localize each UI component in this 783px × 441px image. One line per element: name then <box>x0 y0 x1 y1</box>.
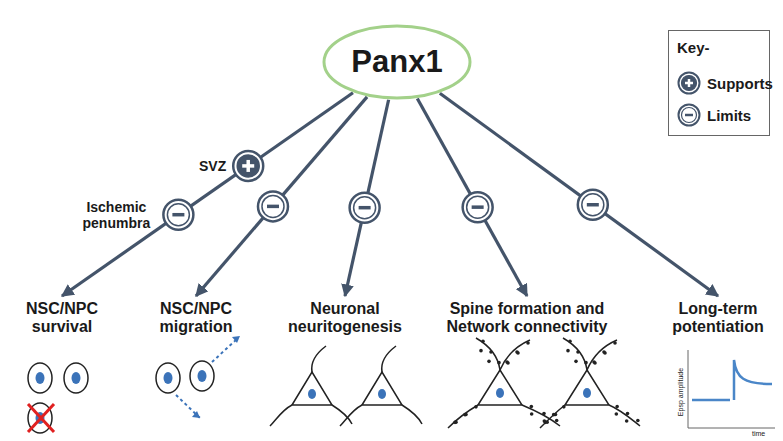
spiny-neuron-icons <box>448 338 640 428</box>
spine-dot <box>566 349 570 353</box>
spine-dot <box>481 340 485 344</box>
symbol-bar <box>172 213 184 217</box>
limits-symbol <box>163 200 193 230</box>
spine-dot <box>516 351 520 355</box>
legend-row: Limits <box>677 103 751 127</box>
spine-dot <box>489 350 493 354</box>
legend-swatch <box>677 103 701 127</box>
legend-text: Limits <box>707 107 751 124</box>
migrating-cell-icons <box>156 336 240 418</box>
connector-arrow <box>62 93 353 296</box>
spine-dot <box>542 412 546 416</box>
node-title: Panx1 <box>351 44 442 80</box>
spine-dot <box>615 405 619 409</box>
swatch-inner <box>682 108 697 123</box>
symbol-inner <box>167 204 189 226</box>
legend-text: Supports <box>707 75 773 92</box>
outcome-label: Neuronal neuritogenesis <box>286 300 404 337</box>
neuron-icons <box>270 346 422 426</box>
legend-swatch <box>677 71 701 95</box>
ltp-graph <box>688 350 775 428</box>
spine-dot <box>576 350 580 354</box>
spine-dot <box>497 361 501 365</box>
symbol-inner <box>354 197 376 219</box>
spine-dot <box>544 421 548 425</box>
legend-row: Supports <box>677 71 773 95</box>
spine-dot <box>526 341 530 345</box>
protein-ellipse: Panx1 <box>322 24 472 100</box>
spine-dot <box>479 349 483 353</box>
outcome-text: NSC/NPC migration <box>140 300 252 337</box>
spine-dot <box>636 419 640 423</box>
outcome-label: NSC/NPC survival <box>3 300 121 337</box>
spine-dot <box>552 413 556 417</box>
spine-dot <box>562 405 566 409</box>
symbol-inner <box>582 194 604 216</box>
spine-dot <box>487 360 491 364</box>
spine-dot <box>515 350 519 354</box>
spine-dot <box>555 419 559 423</box>
symbol-bar <box>472 205 484 209</box>
outcome-text: Neuronal neuritogenesis <box>286 300 404 337</box>
symbol-inner <box>467 196 489 218</box>
outcome-text: NSC/NPC survival <box>3 300 121 337</box>
swatch-bar <box>685 114 693 117</box>
outcome-text: Long-term potentiation <box>658 300 778 337</box>
spine-dot <box>454 420 458 424</box>
legend-title: Key- <box>677 39 710 56</box>
limits-symbol <box>578 190 608 220</box>
spine-dots <box>453 340 639 425</box>
region-label: Ischemic penumbra <box>76 199 156 231</box>
symbol-layer <box>163 151 607 230</box>
symbol-bar <box>587 203 599 207</box>
spine-dot <box>506 361 510 365</box>
spine-dot <box>584 361 588 365</box>
symbol-bar <box>267 205 279 209</box>
spine-dot <box>463 413 467 417</box>
spine-dot <box>505 360 509 364</box>
spine-dot <box>615 412 619 416</box>
limits-symbol <box>350 193 380 223</box>
axis-label: Epsp amplitude <box>677 368 685 416</box>
outcome-label: NSC/NPC migration <box>140 300 252 337</box>
connector-arrow <box>345 100 389 296</box>
swatch-ring <box>679 105 700 126</box>
spine-dot <box>626 412 630 416</box>
axis-label: time <box>752 430 765 438</box>
spine-dot <box>625 419 629 423</box>
swatch-inner <box>682 76 697 91</box>
outcome-label: Spine formation and Network connectivity <box>427 300 627 337</box>
spine-dot <box>474 405 478 409</box>
symbol-bar <box>359 206 371 210</box>
symbol-inner <box>262 195 284 217</box>
symbol-inner <box>237 155 259 177</box>
symbol-bar <box>246 160 250 172</box>
ellipse-shape <box>324 26 470 98</box>
spine-dot <box>592 360 596 364</box>
limits-symbol <box>258 191 288 221</box>
spine-dot <box>593 361 597 365</box>
spine-dot <box>613 341 617 345</box>
outcome-text: Spine formation and Network connectivity <box>427 300 627 337</box>
swatch-ring <box>679 73 700 94</box>
spine-dot <box>602 350 606 354</box>
limits-symbol <box>463 192 493 222</box>
spine-dot <box>530 412 534 416</box>
outcome-label: Long-term potentiation <box>658 300 778 337</box>
swatch-bar <box>688 79 691 87</box>
supports-symbol <box>233 151 263 181</box>
spine-dot <box>464 413 468 417</box>
spine-dot <box>530 405 534 409</box>
spine-dot <box>603 351 607 355</box>
connector-arrow <box>417 99 527 296</box>
region-label: SVZ <box>199 158 226 174</box>
spine-dot <box>574 360 578 364</box>
spine-dot <box>568 340 572 344</box>
connector-arrow <box>196 97 367 296</box>
cell-icons <box>28 363 88 433</box>
legend-box: Key- SupportsLimits <box>668 30 770 136</box>
spine-dot <box>453 421 457 425</box>
